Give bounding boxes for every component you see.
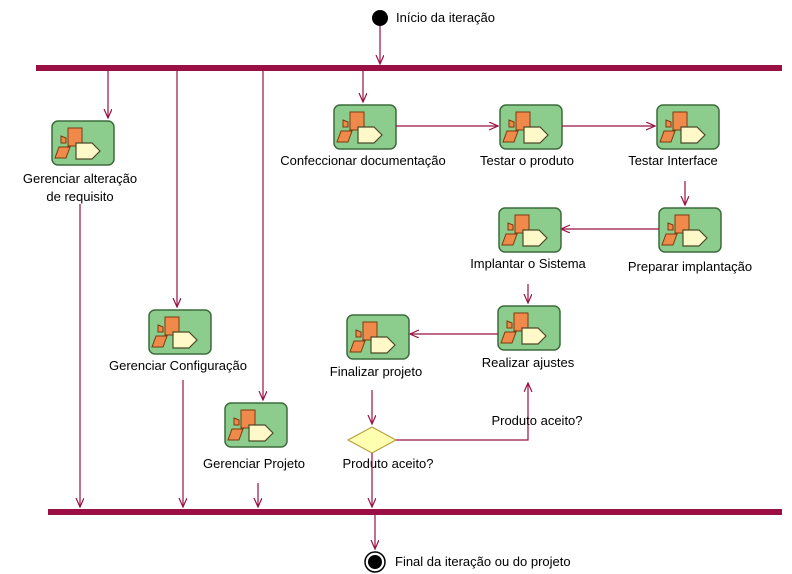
activity-testar-interface[interactable] [656, 104, 720, 150]
activity-gerenciar-projeto[interactable] [224, 402, 288, 448]
activity-gerenciar-configuracao[interactable] [148, 309, 212, 355]
edge-decision-to-realizar [396, 383, 528, 441]
activity-implantar-sistema-label: Implantar o Sistema [470, 256, 586, 271]
end-label: Final da iteração ou do projeto [395, 554, 571, 569]
activity-confeccionar-documentacao-label: Confeccionar documentação [280, 153, 446, 168]
activity-gerenciar-requisito[interactable] [51, 120, 115, 166]
start-label: Início da iteração [396, 10, 495, 25]
fork-bar [36, 65, 782, 71]
activity-testar-interface-label: Testar Interface [628, 153, 718, 168]
activity-realizar-ajustes-label: Realizar ajustes [482, 355, 575, 370]
activity-gerenciar-projeto-label: Gerenciar Projeto [203, 456, 305, 471]
decision-guard-label: Produto aceito? [491, 413, 582, 428]
activity-gerenciar-requisito-label-2: de requisito [46, 189, 113, 204]
start-node [372, 10, 388, 26]
activity-implantar-sistema[interactable] [498, 207, 562, 253]
activity-finalizar-projeto-label: Finalizar projeto [330, 364, 423, 379]
activity-preparar-implantacao-label: Preparar implantação [628, 259, 752, 274]
activity-testar-produto[interactable] [499, 104, 563, 150]
decision-produto-aceito[interactable] [346, 426, 398, 454]
activity-realizar-ajustes[interactable] [497, 305, 561, 351]
activity-finalizar-projeto[interactable] [346, 314, 410, 360]
activity-confeccionar-documentacao[interactable] [333, 104, 397, 150]
activity-gerenciar-configuracao-label: Gerenciar Configuração [109, 358, 247, 373]
join-bar [48, 509, 782, 515]
activity-gerenciar-requisito-label-1: Gerenciar alteração [23, 171, 137, 186]
end-node-core [368, 555, 382, 569]
activity-preparar-implantacao[interactable] [658, 207, 722, 253]
decision-label: Produto aceito? [342, 456, 433, 471]
activity-testar-produto-label: Testar o produto [480, 153, 574, 168]
